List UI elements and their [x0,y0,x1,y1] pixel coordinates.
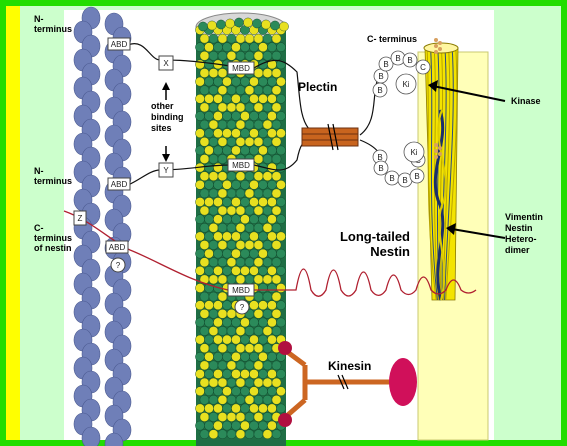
abd-box-low: ABD [106,241,128,253]
mbd-box-low: MBD [228,284,254,296]
question-label: ? [116,261,121,270]
plectin-rod [302,124,358,150]
z-box: Z [74,211,86,225]
kinesin-label: Kinesin [328,359,371,373]
bubble-label: B [395,54,400,63]
bubble-label: Ki [402,80,409,89]
abd-label: ABD [111,40,128,49]
bubble-label: B [389,174,394,183]
microtubule [195,13,288,446]
abd-label: ABD [111,180,128,189]
bubble-label: B [414,172,419,181]
plectin-label: Plectin [298,80,337,94]
c-terminus-top-label: C- terminus [367,34,417,44]
kinase-label: Kinase [511,96,541,106]
x-label: X [163,59,169,68]
bubble-label: B [383,60,388,69]
kinesin-cargo [389,358,417,406]
abd-label: ABD [109,243,126,252]
question-mark-mt: ? [235,300,249,314]
x-box: X [159,56,173,70]
bubble-label: B [402,176,407,185]
bubble-label: C [420,63,426,72]
bubble-label: B [378,72,383,81]
mbd-box-mid: MBD [228,159,254,171]
mbd-label: MBD [232,64,250,73]
question-mark-actin: ? [111,258,125,272]
question-label: ? [240,303,245,312]
abd-box-mid: ABD [108,178,130,190]
mbd-label: MBD [232,161,250,170]
abd-box-top: ABD [108,38,130,50]
y-box: Y [159,163,173,177]
bubble-label: B [378,164,383,173]
y-label: Y [163,166,169,175]
bubble-label: B [377,153,382,162]
mbd-label: MBD [232,286,250,295]
bubble-label: Ki [410,148,417,157]
bubble-label: B [377,86,382,95]
left-yellow-panel [6,6,20,440]
bubble-label: B [407,56,412,65]
z-label: Z [78,214,83,223]
mbd-box-top: MBD [228,62,254,74]
